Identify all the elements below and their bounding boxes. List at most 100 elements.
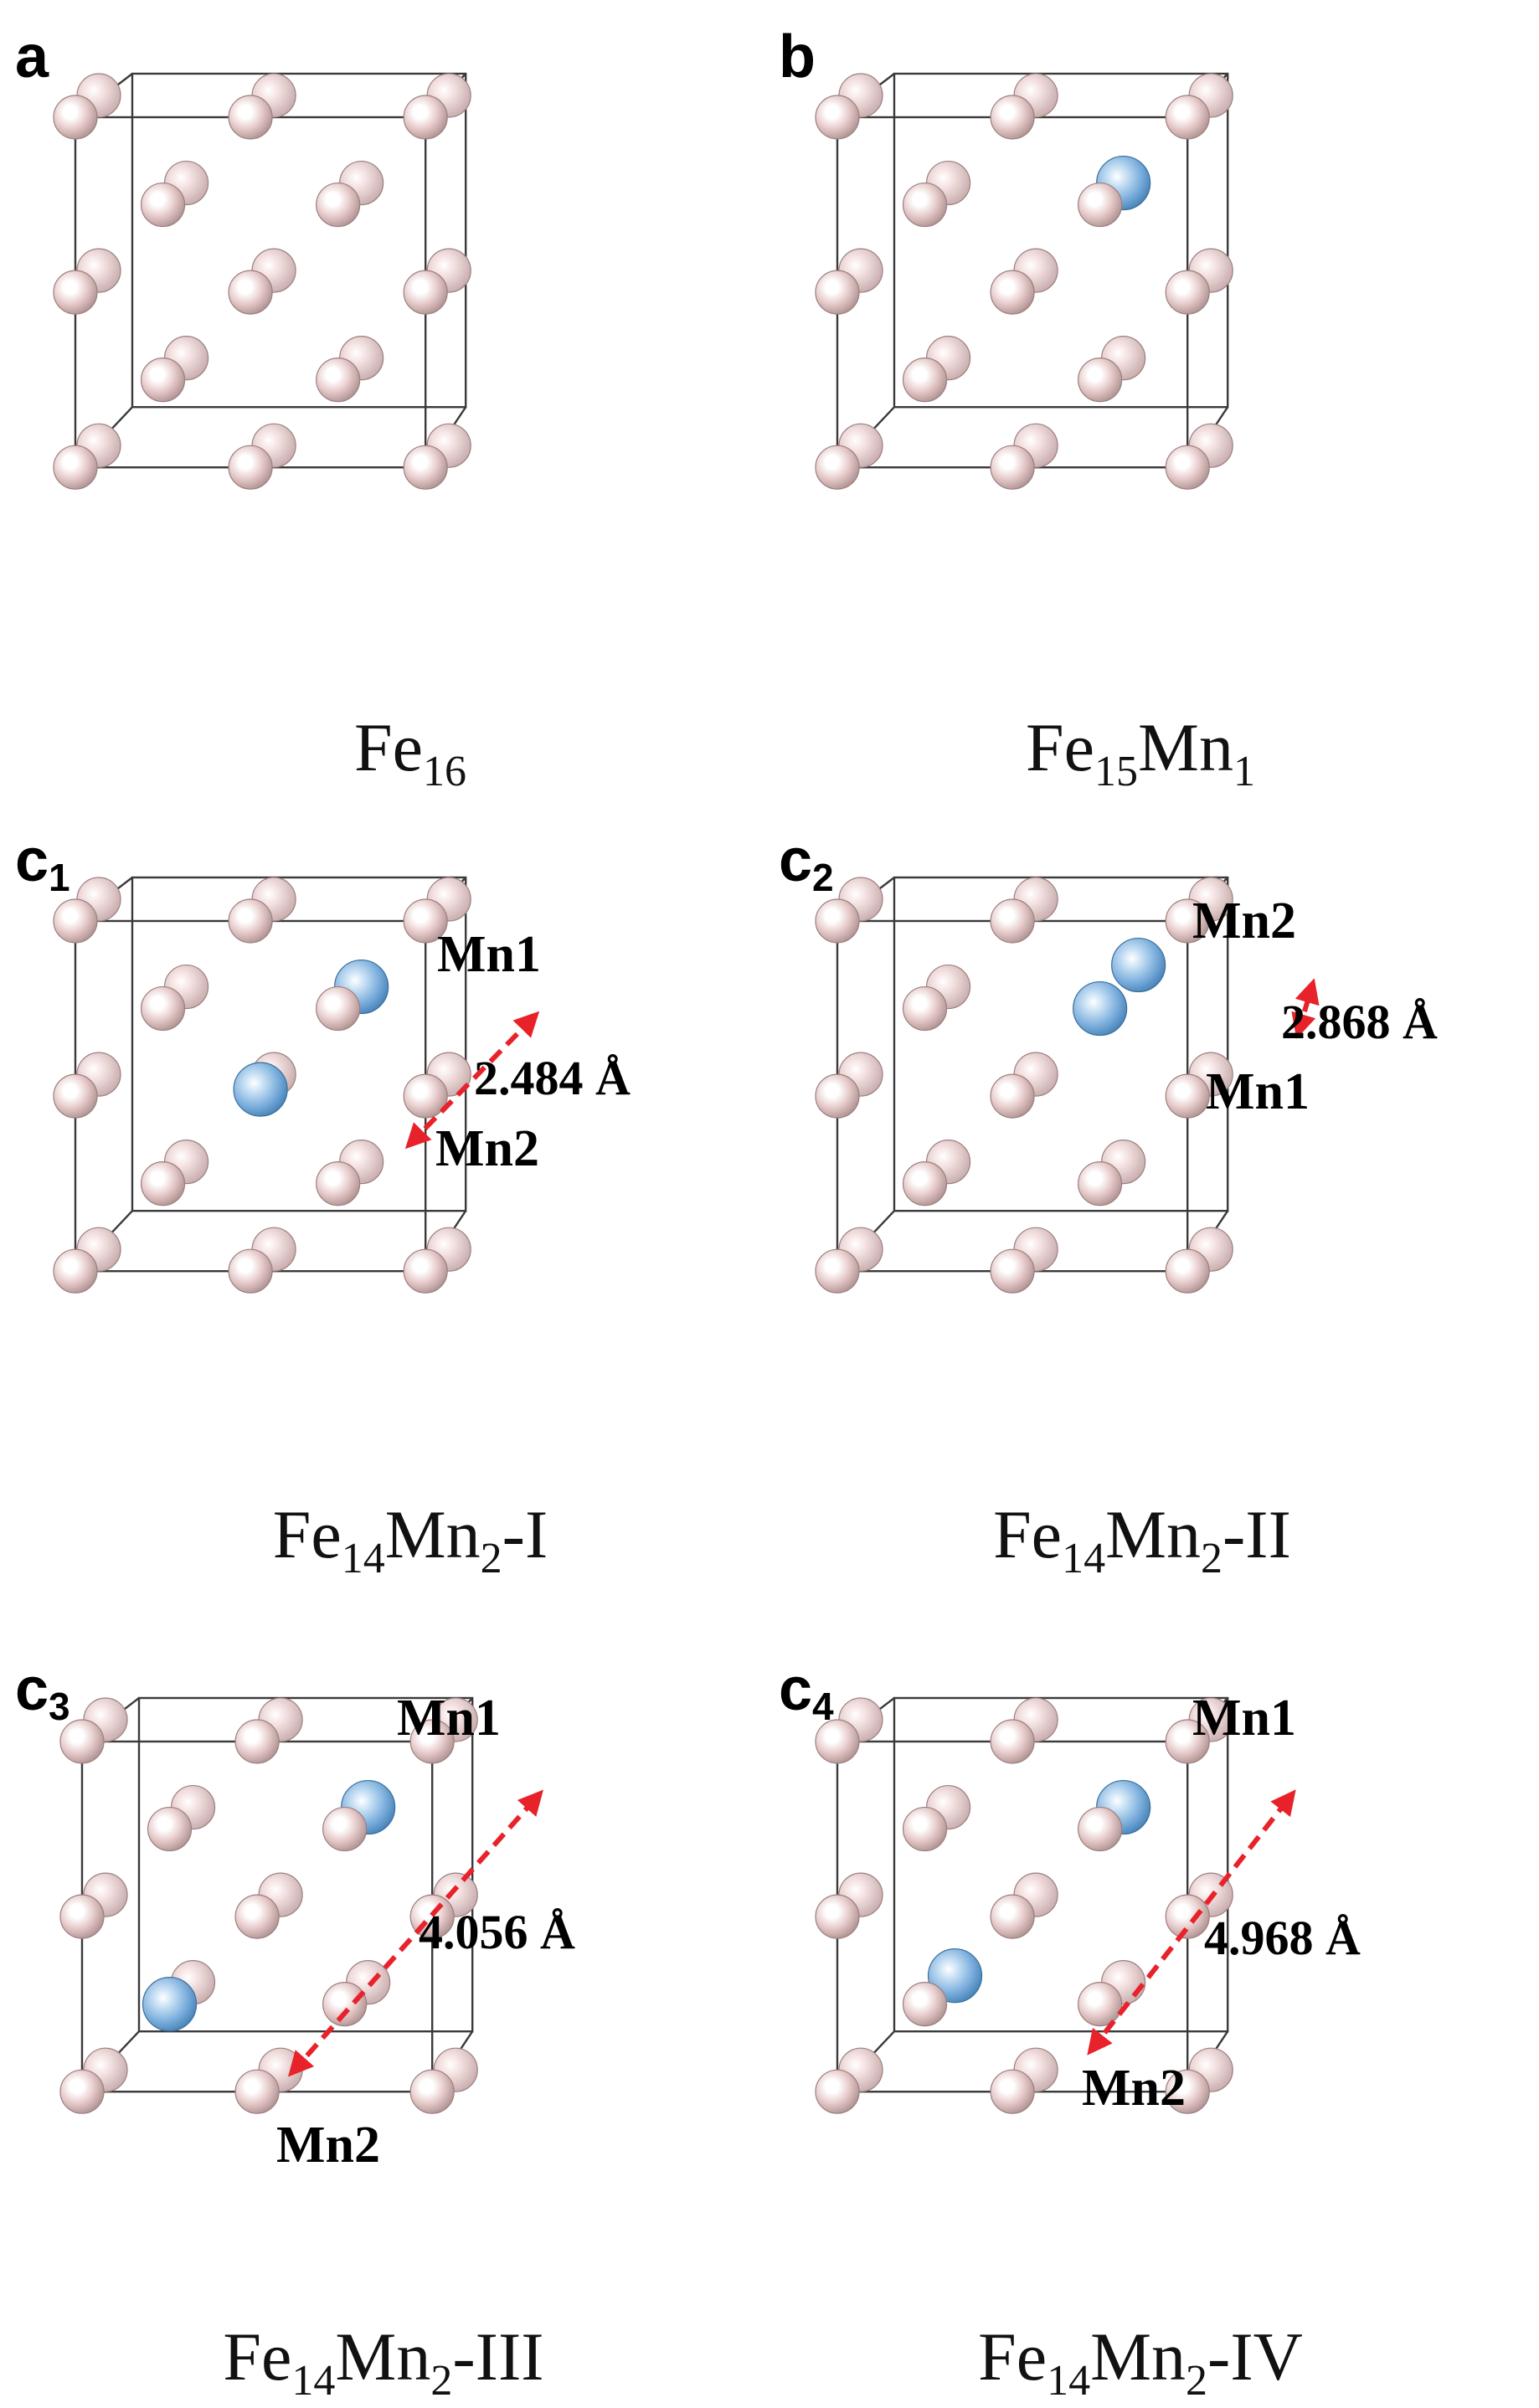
fe-atom [234, 1719, 280, 1764]
fe-atom [53, 898, 98, 944]
distance-label: 4.968 Å [1204, 1911, 1361, 1965]
fe-atom [1165, 1248, 1210, 1294]
fe-atom [140, 182, 186, 228]
fe-atom [228, 898, 273, 944]
unit-cell [53, 72, 471, 490]
fe-atom [409, 1719, 455, 1764]
fe-atom [140, 358, 186, 403]
distance-arrow [1291, 978, 1320, 1039]
fe-atom [59, 2069, 105, 2114]
fe-atom [59, 1719, 105, 1764]
fe-atom [990, 1719, 1035, 1764]
mn-atom [1111, 937, 1166, 993]
fe-atom [990, 445, 1035, 490]
mn-atom [142, 1977, 198, 2032]
fe-atom [815, 445, 860, 490]
mn2-label: Mn2 [1192, 893, 1296, 949]
fe-atom [403, 1073, 448, 1119]
mn-atom [927, 1948, 983, 2004]
fe-atom [1078, 1982, 1123, 2027]
fe-atom [1078, 358, 1123, 403]
fe-atom [990, 898, 1035, 944]
fe-atom [902, 985, 948, 1032]
fe-atom [228, 1248, 273, 1294]
unit-cell [815, 72, 1233, 490]
fe-atom [228, 270, 273, 315]
fe-atom [902, 1806, 948, 1852]
mn2-label: Mn2 [1082, 2060, 1186, 2117]
fe-atom [815, 2069, 860, 2114]
fe-atom [815, 1248, 860, 1294]
fe-atom [53, 95, 98, 140]
panel-label: b [779, 23, 816, 90]
fe-atom [1165, 898, 1210, 944]
fe-atom [815, 95, 860, 140]
unit-cell [53, 876, 471, 1294]
fe-atom [815, 270, 860, 315]
fe-atom [1078, 182, 1123, 228]
panel-label: a [15, 23, 49, 90]
fe-atom [316, 985, 361, 1032]
distance-arrow [288, 1789, 543, 2077]
fe-atom [902, 1982, 948, 2027]
mn1-label: Mn1 [437, 926, 541, 983]
fe-atom [1165, 95, 1210, 140]
panel-a: a Fe16 [15, 23, 471, 795]
panel-label: c4 [779, 1656, 834, 1728]
fe-atom [990, 95, 1035, 140]
fe-atom [403, 1248, 448, 1294]
distance-label: 2.484 Å [474, 1051, 631, 1105]
fe-atom [316, 182, 361, 228]
cell-back-face [893, 876, 1229, 1212]
fe-atom [990, 1248, 1035, 1294]
mn2-label: Mn2 [276, 2117, 380, 2174]
fe-atom [990, 1894, 1035, 1939]
fe-atom [1165, 1719, 1210, 1764]
fe-atom [409, 2069, 455, 2114]
unit-cell [815, 876, 1233, 1294]
fe-atom [53, 270, 98, 315]
fe-atom [234, 1894, 280, 1939]
fe-atom [316, 358, 361, 403]
distance-arrow [404, 1011, 540, 1150]
fe-atom [403, 898, 448, 944]
fe-atom [815, 1719, 860, 1764]
fe-atom [53, 1248, 98, 1294]
fe-atom [902, 1161, 948, 1207]
fe-atom [815, 1073, 860, 1119]
fe-atom [815, 898, 860, 944]
fe-atom [990, 2069, 1035, 2114]
distance-arrow [1087, 1789, 1296, 2056]
fe-atom [902, 182, 948, 228]
cell-back-face [131, 72, 467, 409]
fe-atom [228, 445, 273, 490]
fe-atom [228, 95, 273, 140]
mn2-label: Mn2 [435, 1120, 539, 1177]
distance-label: 2.868 Å [1281, 995, 1438, 1049]
unit-cell [59, 1696, 478, 2114]
fe-atom [59, 1894, 105, 1939]
distance-label: 4.056 Å [419, 1905, 575, 1959]
fe-atom [140, 1161, 186, 1207]
unit-cell [815, 1696, 1233, 2114]
fe-atom [147, 1806, 193, 1852]
mn-atom [1073, 980, 1128, 1037]
fe-atom [403, 270, 448, 315]
fe-atom [1165, 2069, 1210, 2114]
structure-caption: Fe14Mn2-II [993, 1496, 1291, 1582]
fe-atom [1078, 1806, 1123, 1852]
panel-b: b Fe15Mn1 [779, 23, 1255, 795]
fe-atom [815, 1894, 860, 1939]
mn-atom [233, 1062, 288, 1117]
structure-caption: Fe16 [354, 709, 466, 795]
mn1-label: Mn1 [1206, 1063, 1310, 1120]
panel-label: c1 [15, 827, 70, 899]
fe-atom [234, 2069, 280, 2114]
panel-label: c2 [779, 827, 834, 899]
fe-atom [990, 270, 1035, 315]
fe-atom [316, 1161, 361, 1207]
fe-atom [1165, 445, 1210, 490]
